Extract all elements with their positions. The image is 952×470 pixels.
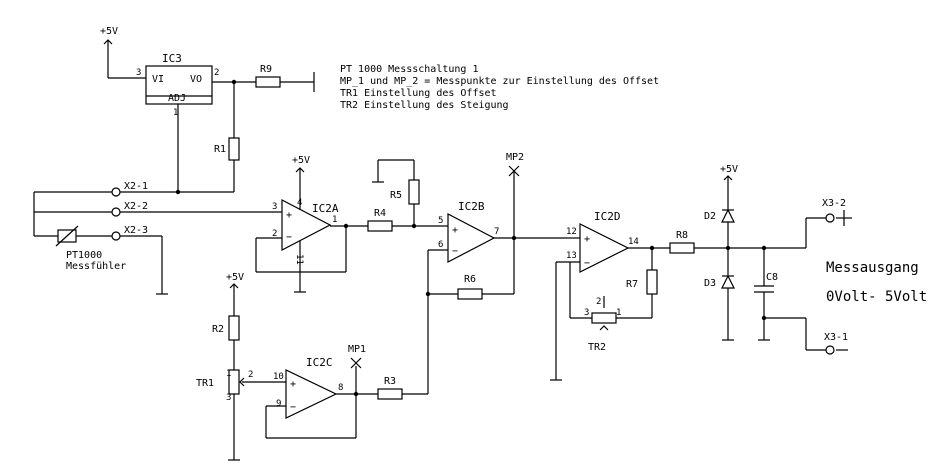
ic3-block: +5V IC3 VI VO ADJ 3 2 1 R9 R1: [100, 26, 315, 195]
output-label-1: Messausgang: [826, 260, 919, 276]
tr1-pin3: 3: [226, 393, 231, 403]
ic2c-pin8: 8: [338, 383, 343, 393]
notes: PT 1000 Messschaltung 1 MP_1 und MP_2 = …: [340, 64, 659, 111]
ic3-pin2: 2: [214, 68, 219, 78]
output-label-2: 0Volt- 5Volt: [826, 289, 927, 305]
tr2-pin2: 2: [596, 297, 601, 307]
tr2-pin3: 3: [584, 308, 589, 318]
output-stage: +5V D2 D3 C8 X3-1 X3-2 Messausgang 0Volt…: [704, 164, 927, 355]
ic2a-minus: −: [286, 232, 292, 243]
ic2b-label: IC2B: [458, 200, 485, 213]
pt1000-desc: Messfühler: [66, 261, 126, 272]
r2-label: R2: [212, 324, 224, 335]
ic2a-block: IC2A + − 3 2 1 4 11 +5V: [255, 155, 368, 293]
ic2c-pin9: 9: [276, 399, 281, 409]
r6-label: R6: [464, 274, 476, 285]
r5-label: R5: [390, 190, 402, 201]
ic3-power-label: +5V: [100, 26, 118, 37]
ic2d-label: IC2D: [594, 210, 621, 223]
ic2c-pin10: 10: [273, 372, 284, 382]
ic2c-label: IC2C: [306, 356, 333, 369]
tr1-label: TR1: [196, 378, 214, 389]
ic2a-label: IC2A: [312, 202, 339, 215]
ic2c-plus: +: [290, 379, 296, 390]
ic2b-pin5: 5: [438, 216, 443, 226]
note-line-1: PT 1000 Messschaltung 1: [340, 64, 478, 75]
tr2-pin1: 1: [616, 308, 621, 318]
ic2a-pin2: 2: [272, 229, 277, 239]
input-connectors: X2-1 X2-2 X2-3 PT1000 Messfühler: [33, 181, 282, 295]
x2-3-label: X2-3: [124, 225, 148, 236]
r7-label: R7: [626, 279, 638, 290]
x3-2-label: X3-2: [822, 198, 846, 209]
ic3-pin1: 1: [173, 108, 178, 118]
r3-label: R3: [384, 376, 396, 387]
ic3-label: IC3: [162, 52, 182, 65]
tr2-label: TR2: [588, 342, 606, 353]
mp1-label: MP1: [348, 344, 366, 355]
r2-power-label: +5V: [226, 272, 244, 283]
d2-power-label: +5V: [720, 164, 738, 175]
ic2b-minus: −: [452, 246, 458, 257]
x2-1-label: X2-1: [124, 181, 148, 192]
ic2d-pin13: 13: [566, 251, 577, 261]
offset-branch: +5V R2 TR1 1 3 2 IC2C + − 10 9 8 MP1 R3: [196, 272, 428, 461]
ic3-pin3: 3: [136, 68, 141, 78]
ic3-vi-label: VI: [152, 74, 164, 85]
ic2c-minus: −: [290, 402, 296, 413]
note-line-3: TR1 Einstellung des Offset: [340, 88, 497, 99]
r4-r5: R4 R5: [367, 159, 448, 232]
ic2d-pin12: 12: [566, 227, 577, 237]
ic2a-pin1: 1: [332, 215, 337, 225]
ic2b-pin7: 7: [494, 227, 499, 237]
r8-label: R8: [676, 230, 688, 241]
ic2b-pin6: 6: [438, 240, 443, 250]
ic2a-power-label: +5V: [292, 155, 310, 166]
mp2-label: MP2: [506, 152, 524, 163]
ic2a-pin11: 11: [294, 254, 304, 265]
c8-label: C8: [766, 272, 778, 283]
tr1-pin1: 1: [226, 369, 231, 379]
r1-label: R1: [214, 144, 226, 155]
ic3-vo-label: VO: [190, 74, 202, 85]
ic3-adj-label: ADJ: [168, 93, 186, 104]
ic2a-pin3: 3: [272, 202, 277, 212]
x3-1-label: X3-1: [824, 332, 848, 343]
r9-label: R9: [260, 64, 272, 75]
note-line-2: MP_1 und MP_2 = Messpunkte zur Einstellu…: [340, 76, 659, 87]
ic2d-minus: −: [584, 258, 590, 269]
ic2d-pin14: 14: [628, 237, 639, 247]
ic2b-block: IC2B + − 5 6 7 R6 MP2: [425, 152, 566, 394]
pt1000-label: PT1000: [66, 250, 102, 261]
r4-label: R4: [374, 208, 386, 219]
ic2d-plus: +: [584, 234, 590, 245]
x2-2-label: X2-2: [124, 201, 148, 212]
d3-label: D3: [704, 278, 716, 289]
ic2b-plus: +: [452, 225, 458, 236]
tr1-pin2: 2: [248, 370, 253, 380]
d2-label: D2: [704, 211, 716, 222]
note-line-4: TR2 Einstellung des Steigung: [340, 100, 509, 111]
ic2a-plus: +: [286, 210, 292, 221]
ic2d-block: IC2D + − 12 13 14 3 1 2 TR2 R7 R8: [550, 210, 806, 381]
